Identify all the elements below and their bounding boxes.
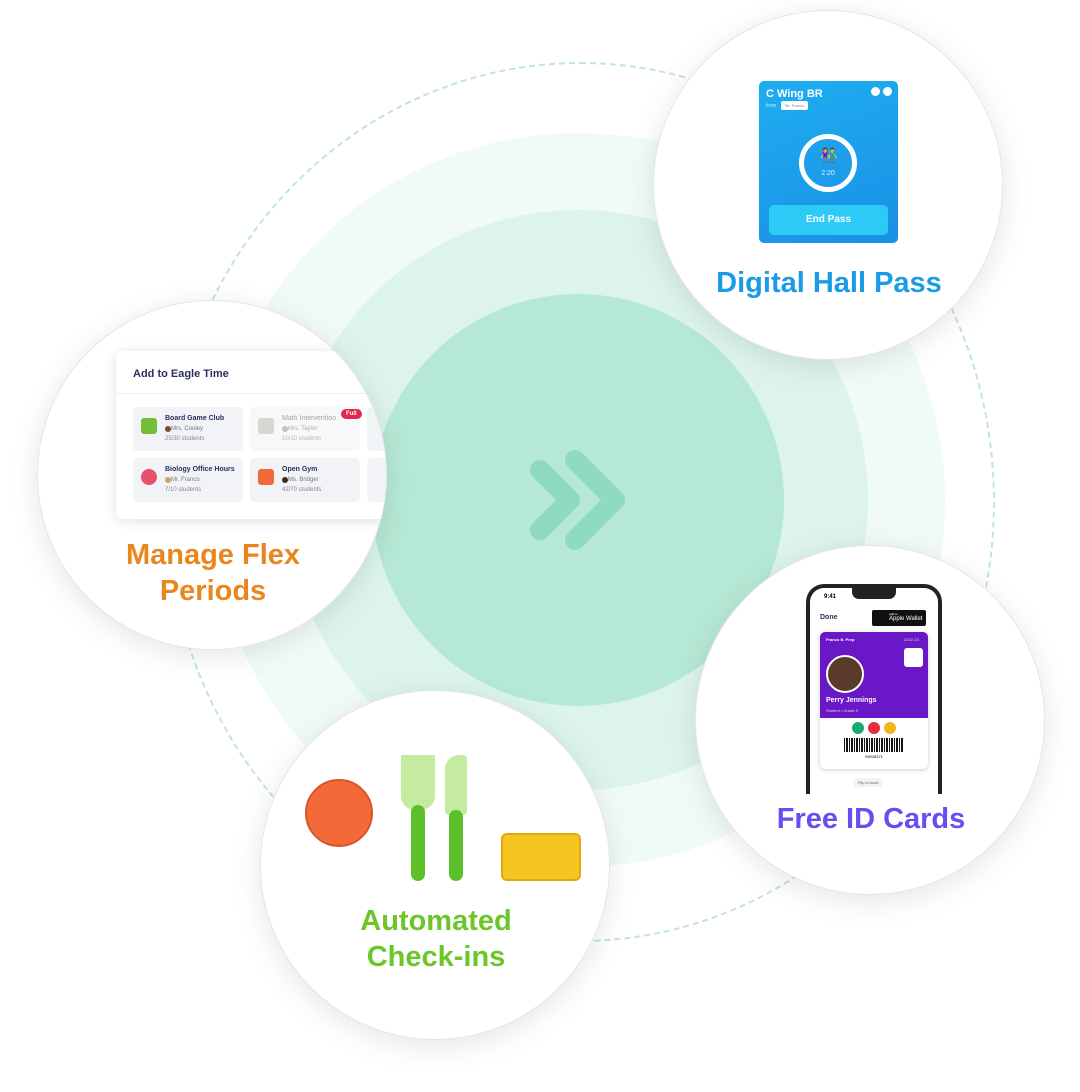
avatar xyxy=(165,426,171,432)
id-card: Franco B. Prep 2022-23 Perry Jennings St… xyxy=(820,632,928,769)
basketball-icon xyxy=(305,779,373,847)
apple-wallet-button[interactable]: Add to Apple Wallet xyxy=(872,610,926,626)
barcode-number: 93928371 xyxy=(865,754,883,759)
from-label: from xyxy=(766,103,776,109)
from-teacher: Mr. Franco xyxy=(781,101,809,110)
barcode xyxy=(844,738,904,752)
ticket-icon xyxy=(501,833,581,881)
student-name: Perry Jennings xyxy=(826,697,877,704)
timer-ring xyxy=(799,134,857,192)
flex-card-title: Add to Eagle Time xyxy=(133,368,229,380)
id-card-bubble: 9:41 Done Add to Apple Wallet Franco B. … xyxy=(695,545,1045,895)
hall-pass-card: C Wing BR from Mr. Franco 👫 2:20 End Pas… xyxy=(759,81,898,243)
knife-icon xyxy=(445,755,467,881)
room-name: C Wing BR xyxy=(766,88,823,100)
school-name: Franco B. Prep xyxy=(826,637,855,642)
edit-icon[interactable] xyxy=(883,87,892,96)
status-time: 9:41 xyxy=(824,594,837,600)
flex-item[interactable] xyxy=(367,458,386,502)
dice-icon xyxy=(141,418,157,434)
fork-icon xyxy=(401,755,435,881)
avatar xyxy=(282,426,288,432)
hall-pass-title: Digital Hall Pass xyxy=(716,267,942,299)
full-badge: Full xyxy=(341,409,362,419)
alarm-icon xyxy=(852,722,864,734)
more-icon[interactable] xyxy=(871,87,880,96)
id-cards-title: Free ID Cards xyxy=(776,803,966,835)
phone: 9:41 Done Add to Apple Wallet Franco B. … xyxy=(806,584,942,794)
avatar xyxy=(282,477,288,483)
timer: 2:20 xyxy=(821,170,835,177)
lunch-icon xyxy=(868,722,880,734)
flip-to-back-button[interactable]: Flip to back xyxy=(854,778,883,787)
dna-icon xyxy=(141,469,157,485)
gym-court-icon xyxy=(258,469,274,485)
school-logo xyxy=(904,648,923,667)
avatar xyxy=(165,477,171,483)
calculator-icon xyxy=(258,418,274,434)
done-button[interactable]: Done xyxy=(820,614,838,621)
student-details: Student • Grade 9 xyxy=(826,708,858,713)
student-photo xyxy=(826,655,864,693)
bus-icon xyxy=(884,722,896,734)
restroom-icon: 👫 xyxy=(820,147,838,163)
double-chevron-right-icon xyxy=(530,450,625,550)
divider xyxy=(116,393,386,394)
end-pass-button[interactable]: End Pass xyxy=(769,205,888,235)
school-year: 2022-23 xyxy=(904,637,919,642)
notch xyxy=(852,588,896,599)
flex-item[interactable] xyxy=(367,407,386,451)
hall-pass-bubble: C Wing BR from Mr. Franco 👫 2:20 End Pas… xyxy=(653,10,1003,360)
